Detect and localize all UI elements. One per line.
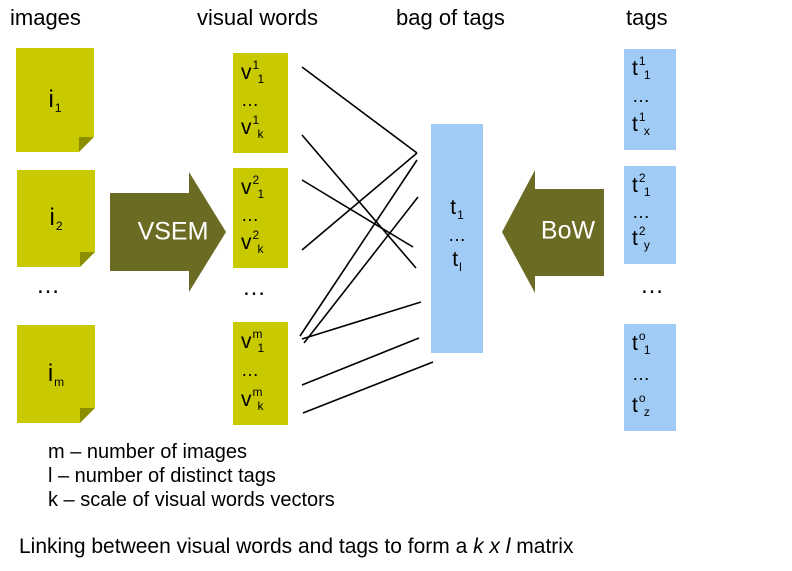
column-title-visual-words: visual words (197, 5, 319, 30)
visualword-tag-links (299, 66, 434, 414)
link-line (302, 361, 434, 414)
column-title-bag-of-tags: bag of tags (396, 5, 505, 30)
link-line (301, 66, 418, 154)
bow-arrow-shape (502, 170, 604, 293)
bow-arrow-label: BoW (540, 216, 596, 245)
tags-boxo-ellipsis: … (632, 364, 650, 384)
image-note-2-label: i2 (49, 204, 63, 233)
vw-boxm-ellipsis: … (241, 360, 259, 380)
bag-top-label: t1 (450, 196, 464, 222)
vsem-arrow-shape (110, 172, 226, 292)
vw-box1-ellipsis: … (241, 89, 259, 110)
image-note-2: i2 (17, 170, 95, 267)
tags-ellipsis: … (640, 272, 665, 299)
legend-line-l: l – number of distinct tags (48, 465, 276, 487)
bag-ellipsis: … (448, 225, 466, 245)
vsem-arrow-label: VSEM (137, 217, 209, 246)
image-note-1-label: i1 (48, 85, 62, 115)
link-line (303, 196, 419, 344)
link-line (301, 301, 422, 340)
link-line (301, 134, 417, 269)
figure-caption: Linking between visual words and tags to… (19, 535, 574, 558)
legend: m – number of images l – number of disti… (48, 440, 335, 512)
image-note-m-label: im (47, 359, 65, 389)
column-title-images: images (10, 5, 81, 30)
bag-of-tags-box: t1 … tl (431, 124, 483, 353)
images-ellipsis: … (36, 272, 61, 299)
bag-bottom-label: tl (452, 248, 462, 274)
vw-box2-ellipsis: … (241, 204, 259, 225)
tags-box2-ellipsis: … (632, 201, 650, 222)
image-note-m: im (17, 325, 95, 423)
image-note-1: i1 (16, 48, 94, 152)
tags-box1-ellipsis: … (632, 86, 650, 106)
link-line (299, 159, 418, 337)
legend-line-m: m – number of images (48, 441, 247, 463)
link-line (301, 337, 420, 386)
link-line (301, 179, 414, 248)
column-title-tags: tags (626, 5, 668, 30)
legend-line-k: k – scale of visual words vectors (48, 489, 335, 511)
visual-words-ellipsis: … (242, 274, 267, 301)
